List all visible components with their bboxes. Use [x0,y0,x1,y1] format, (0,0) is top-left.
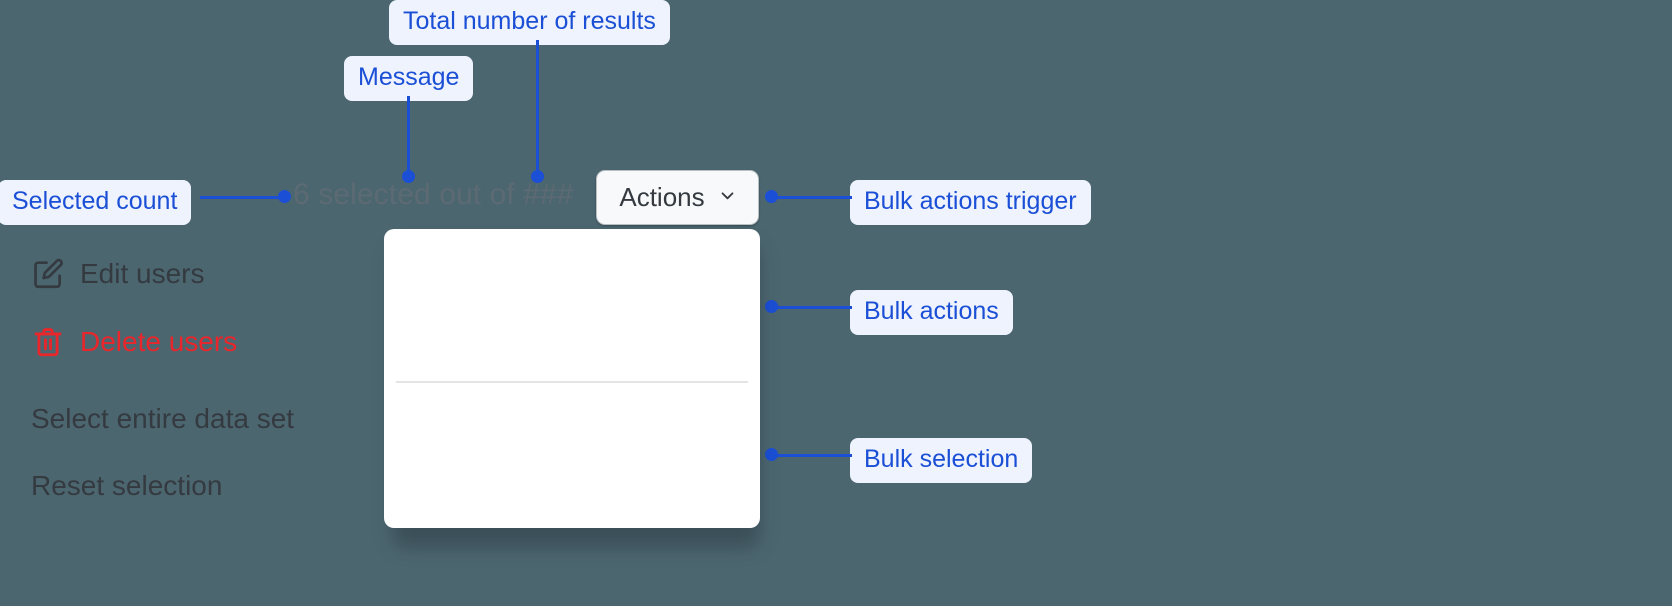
connector-bulk-actions [770,306,852,309]
bulk-actions-trigger-label: Actions [619,182,705,212]
connector-dot-bulk-actions-trigger [765,190,778,203]
connector-dot-total-results [531,170,544,183]
callout-total-number-of-results: Total number of results [389,0,670,45]
menu-item-edit-users-label: Edit users [80,258,205,289]
edit-pencil-icon [31,257,80,291]
callout-bulk-selection: Bulk selection [850,438,1033,483]
callout-bulk-actions: Bulk actions [850,290,1013,335]
connector-dot-message [402,170,415,183]
callout-bulk-actions-trigger: Bulk actions trigger [850,180,1091,225]
connector-dot-selected-count [278,190,291,203]
menu-item-select-entire-data-set[interactable]: Select entire data set [0,397,376,441]
menu-item-select-entire-data-set-label: Select entire data set [31,403,295,434]
callout-message: Message [344,56,474,101]
connector-dot-bulk-selection [765,448,778,461]
callout-selected-count: Selected count [0,180,192,225]
chevron-down-icon [719,191,736,204]
menu-item-delete-users-label: Delete users [80,326,238,357]
connector-message [407,96,410,178]
menu-item-delete-users[interactable]: Delete users [0,320,376,364]
connector-bulk-selection [770,454,852,457]
menu-item-edit-users[interactable]: Edit users [0,252,376,296]
selection-message: 6 selected out of ### [293,178,574,211]
menu-group-divider [396,381,748,383]
connector-dot-bulk-actions [765,300,778,313]
connector-bulk-actions-trigger [770,196,852,199]
connector-total-results [536,40,539,177]
bulk-actions-dropdown-menu [384,229,760,528]
bulk-actions-trigger-button[interactable]: Actions [596,170,759,225]
trash-icon [31,325,80,359]
menu-item-reset-selection-label: Reset selection [31,470,223,501]
menu-item-reset-selection[interactable]: Reset selection [0,464,376,508]
connector-selected-count [200,196,286,199]
